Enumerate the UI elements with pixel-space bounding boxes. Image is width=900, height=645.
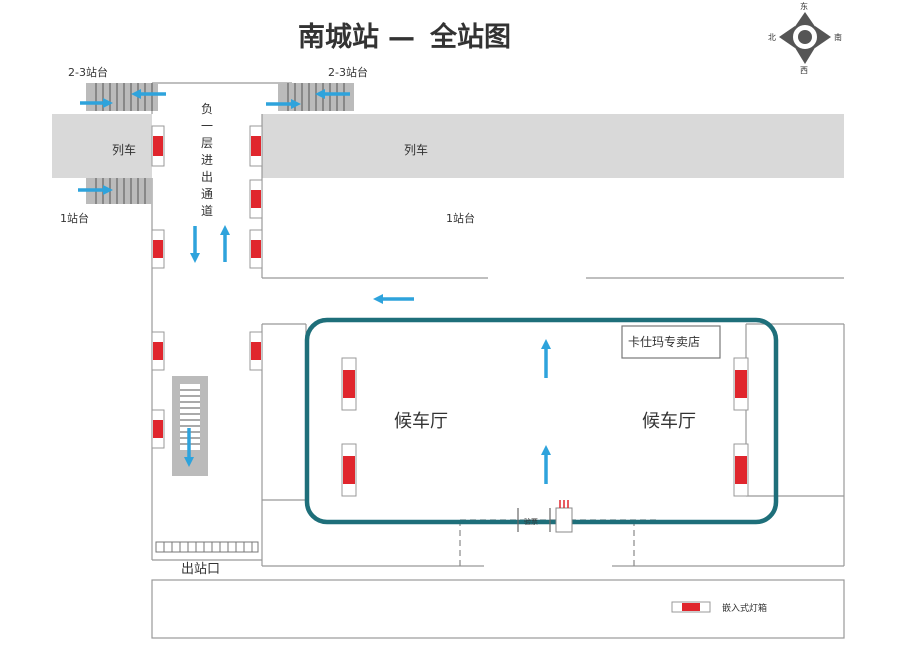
compass-rose: 东 西 北 南: [768, 1, 842, 75]
escalator-top-right: [278, 83, 354, 111]
lightbox-corridor-right-3: [249, 229, 263, 269]
corridor-char: 进: [201, 153, 213, 167]
corridor-label: 负 一 层 进 出 通 道: [201, 102, 213, 218]
legend: 嵌入式灯箱: [671, 601, 767, 614]
corridor-char: 道: [201, 204, 213, 218]
platform-23-left-label: 2-3站台: [68, 65, 108, 79]
station-name: 南城站: [298, 22, 379, 53]
compass-east: 东: [800, 1, 808, 11]
gate-label: 验票: [524, 517, 538, 526]
waiting-hall-left-label: 候车厅: [394, 411, 448, 432]
lightbox-corridor-left-4: [151, 409, 165, 449]
lightbox-corridor-right-1: [249, 125, 263, 167]
compass-west: 西: [800, 66, 808, 75]
lightbox-corridor-left-2: [151, 229, 165, 269]
lightbox-corridor-right-2: [249, 179, 263, 219]
train-label-right: 列车: [404, 142, 428, 157]
map-subtitle: 全站图: [429, 21, 511, 53]
lightbox-hall-left-2: [341, 443, 357, 497]
corridor-char: 层: [201, 136, 213, 150]
exit-label: 出站口: [181, 562, 220, 577]
waiting-hall-right-label: 候车厅: [642, 411, 696, 432]
corridor-char: 出: [201, 170, 213, 184]
track-right: [262, 114, 844, 178]
corridor-char: 通: [201, 187, 213, 201]
lightbox-corridor-right-4: [249, 331, 263, 371]
escalator-top-left: [86, 83, 158, 111]
shop-box: [621, 325, 721, 359]
lightbox-hall-right-2: [733, 443, 749, 497]
waiting-hall-outline: [304, 317, 779, 525]
shop-label: 卡仕玛专卖店: [628, 334, 700, 349]
track-left: [52, 114, 152, 178]
train-label-left: 列车: [112, 142, 136, 157]
corridor-char: 一: [201, 119, 213, 133]
lightbox-corridor-left-1: [151, 125, 165, 167]
lightbox-corridor-left-3: [151, 331, 165, 371]
platform-1-right-label: 1站台: [446, 211, 475, 225]
exit-barrier: [155, 541, 259, 553]
compass-south: 南: [834, 32, 842, 42]
compass-north: 北: [768, 33, 776, 42]
lightbox-hall-left-1: [341, 357, 357, 411]
flow-arrows: [78, 89, 551, 484]
light-boxes: [151, 125, 749, 497]
ticket-gate: 验票: [517, 500, 573, 533]
corridor-char: 负: [201, 102, 213, 116]
legend-label: 嵌入式灯箱: [722, 602, 767, 614]
platform-23-right-label: 2-3站台: [328, 65, 368, 79]
title-separator: —: [388, 22, 415, 53]
platform-1-left-label: 1站台: [60, 211, 89, 225]
lightbox-hall-right-1: [733, 357, 749, 411]
